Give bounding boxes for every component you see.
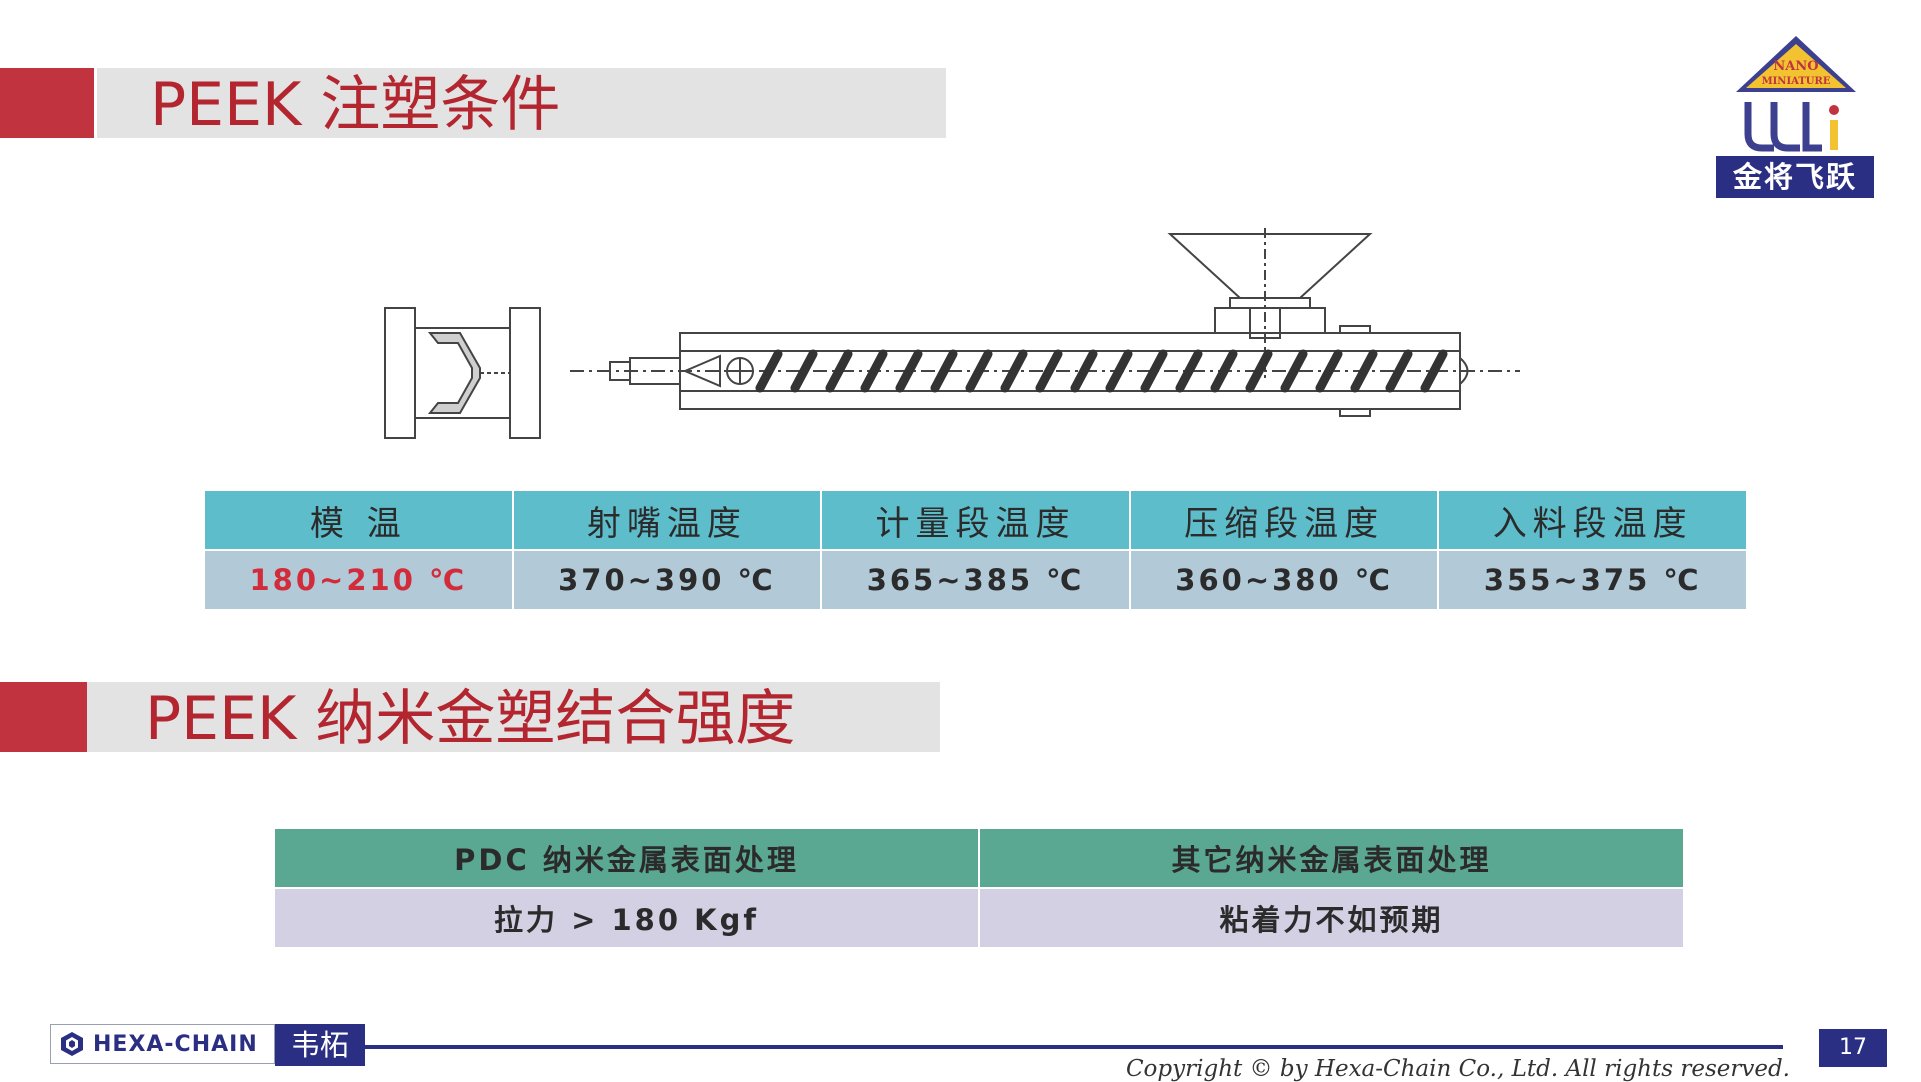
value-pdc-treatment: 拉力 > 180 Kgf [273,887,980,949]
title-background [87,682,940,752]
brand-name-cn: 韦柘 [275,1024,365,1066]
bonding-header-row: PDC 纳米金属表面处理 其它纳米金属表面处理 [273,827,1685,889]
footer-brand: HEXA-CHAIN 韦柘 [50,1024,365,1066]
company-logo: NANO MINIATURE [1736,36,1856,152]
value-feed-temp: 355~375 ℃ [1437,549,1748,611]
value-compression-temp: 360~380 ℃ [1128,549,1440,611]
mold-platen-left [384,307,416,439]
bonding-strength-table: PDC 纳米金属表面处理 其它纳米金属表面处理 拉力 > 180 Kgf 粘着力… [273,827,1685,949]
section-title-band-bonding: PEEK 纳米金塑结合强度 [0,682,940,754]
injection-molding-machine-diagram [384,228,1520,439]
logo-caption: 金将飞跃 [1716,156,1874,198]
mold-platen-right [509,307,541,439]
title-background [97,68,946,138]
header-compression-temp: 压缩段温度 [1128,489,1440,551]
title-accent-bar [0,68,94,138]
header-feed-temp: 入料段温度 [1437,489,1748,551]
header-pdc-treatment: PDC 纳米金属表面处理 [273,827,980,889]
section-title-band-injection: PEEK 注塑条件 [0,68,946,140]
injection-temperature-table: 模 温 射嘴温度 计量段温度 压缩段温度 入料段温度 180~210 ℃ 370… [203,489,1748,611]
section-title-injection-conditions: PEEK 注塑条件 [150,70,561,140]
brand-name-en: HEXA-CHAIN [93,1031,258,1057]
logo-text-nano: NANO [1773,59,1818,74]
copyright-notice: Copyright © by Hexa-Chain Co., Ltd. All … [1125,1056,1790,1082]
value-mold-temp: 180~210 ℃ [203,549,514,611]
header-nozzle-temp: 射嘴温度 [511,489,823,551]
hexagon-icon [61,1032,83,1056]
header-other-treatment: 其它纳米金属表面处理 [978,827,1685,889]
bonding-value-row: 拉力 > 180 Kgf 粘着力不如预期 [273,887,1685,949]
page-number: 17 [1819,1029,1887,1067]
brand-badge: HEXA-CHAIN [50,1024,275,1064]
header-mold-temp: 模 温 [203,489,514,551]
temperature-header-row: 模 温 射嘴温度 计量段温度 压缩段温度 入料段温度 [203,489,1748,551]
value-nozzle-temp: 370~390 ℃ [511,549,823,611]
temperature-value-row: 180~210 ℃ 370~390 ℃ 365~385 ℃ 360~380 ℃ … [203,549,1748,611]
logo-text-miniature: MINIATURE [1762,76,1831,87]
value-metering-temp: 365~385 ℃ [820,549,1131,611]
title-accent-bar [0,682,87,752]
value-other-treatment: 粘着力不如预期 [978,887,1685,949]
header-metering-temp: 计量段温度 [820,489,1131,551]
section-title-bonding-strength: PEEK 纳米金塑结合强度 [145,684,796,754]
footer-divider [365,1045,1783,1049]
